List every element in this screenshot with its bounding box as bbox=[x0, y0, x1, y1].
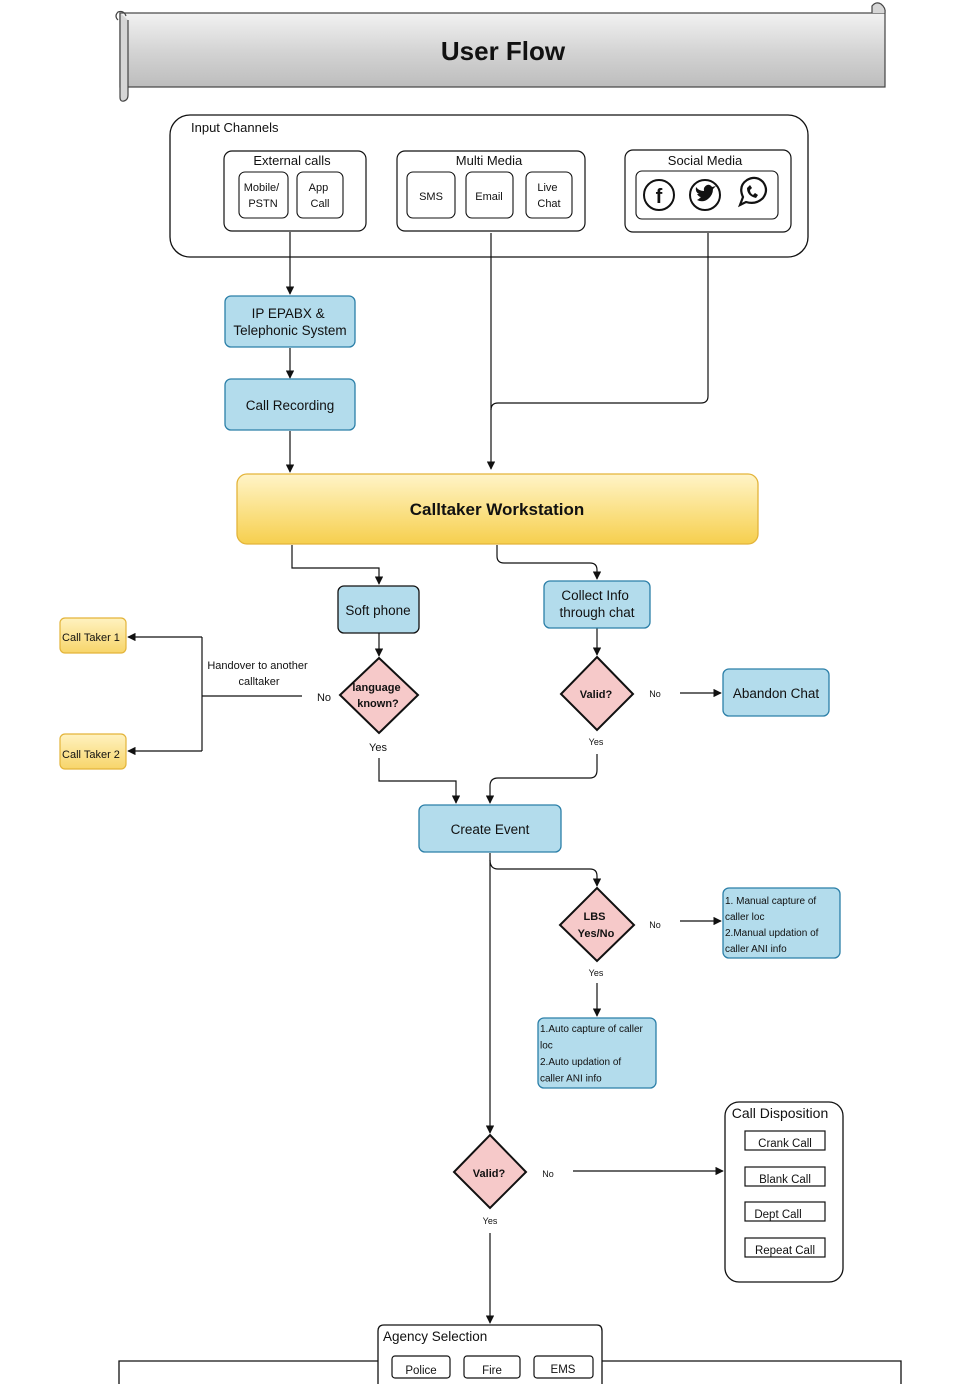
valid-chat-label: Valid? bbox=[580, 689, 613, 701]
twitter-icon bbox=[689, 179, 721, 211]
valid-event-label: Valid? bbox=[473, 1168, 506, 1180]
agency-police: Police bbox=[405, 1365, 436, 1377]
manual-capture-node: 1. Manual capture of caller loc 2.Manual… bbox=[722, 887, 841, 959]
ip-epabx-node: IP EPABX & Telephonic System bbox=[224, 295, 356, 348]
svg-text:LBS Yes/No: LBS Yes/No bbox=[578, 911, 615, 940]
multi-media-box: Multi Media SMS Email Live Chat bbox=[396, 150, 586, 232]
agency-fire: Fire bbox=[482, 1365, 502, 1377]
disposition-blank-call: Blank Call bbox=[759, 1174, 811, 1186]
label-yes-language: Yes bbox=[369, 742, 387, 754]
svg-text:1. Manual capture of cal: 1. Manual capture of caller loc 2.Manual… bbox=[725, 896, 821, 955]
bottom-frame bbox=[118, 1360, 902, 1384]
soft-phone-label: Soft phone bbox=[345, 603, 410, 618]
channel-sms: SMS bbox=[419, 191, 443, 203]
label-yes-valid-chat: Yes bbox=[589, 737, 604, 747]
channel-app-call: App Call bbox=[309, 182, 332, 210]
title-banner: User Flow bbox=[115, 2, 886, 102]
calltaker-workstation-node: Calltaker Workstation bbox=[236, 473, 759, 545]
collect-info-node: Collect Info through chat bbox=[543, 580, 651, 629]
svg-text:f: f bbox=[656, 186, 663, 208]
label-yes-valid-event: Yes bbox=[483, 1216, 498, 1226]
auto-capture-node: 1.Auto capture of caller loc 2.Auto upda… bbox=[537, 1017, 657, 1089]
agency-selection-box: Agency Selection Police Fire EMS bbox=[377, 1324, 603, 1384]
channel-email: Email bbox=[475, 191, 503, 203]
social-media-title: Social Media bbox=[668, 153, 743, 168]
call-disposition-box: Call Disposition Crank Call Blank Call D… bbox=[724, 1101, 844, 1283]
agency-selection-title: Agency Selection bbox=[383, 1329, 487, 1344]
svg-text:1.Auto capture of caller: 1.Auto capture of caller loc 2.Auto upda… bbox=[540, 1024, 646, 1085]
label-no-language: No bbox=[317, 692, 331, 704]
create-event-node: Create Event bbox=[418, 804, 562, 853]
call-recording-label: Call Recording bbox=[246, 398, 335, 413]
soft-phone-node: Soft phone bbox=[337, 585, 420, 634]
external-calls-box: External calls Mobile/ PSTN App Call bbox=[223, 150, 367, 232]
disposition-crank-call: Crank Call bbox=[758, 1138, 812, 1150]
workstation-label: Calltaker Workstation bbox=[410, 500, 584, 519]
abandon-chat-node: Abandon Chat bbox=[722, 668, 830, 717]
valid-event-decision: Valid? bbox=[452, 1133, 528, 1210]
input-channels-title: Input Channels bbox=[191, 120, 279, 135]
multi-media-title: Multi Media bbox=[456, 153, 523, 168]
banner-title: User Flow bbox=[441, 36, 566, 66]
label-no-valid-chat: No bbox=[649, 689, 661, 699]
valid-chat-decision: Valid? bbox=[559, 655, 635, 732]
language-known-decision: language known? bbox=[338, 656, 420, 735]
social-media-box: Social Media f bbox=[624, 149, 792, 233]
whatsapp-icon bbox=[737, 176, 768, 208]
call-disposition-title: Call Disposition bbox=[732, 1105, 828, 1121]
disposition-repeat-call: Repeat Call bbox=[755, 1245, 815, 1257]
channel-live-chat: Live Chat bbox=[537, 182, 560, 210]
external-calls-title: External calls bbox=[253, 153, 331, 168]
connectors bbox=[127, 232, 724, 1324]
call-recording-node: Call Recording bbox=[224, 378, 356, 431]
channel-mobile-pstn: Mobile/ PSTN bbox=[244, 182, 283, 210]
abandon-chat-label: Abandon Chat bbox=[733, 686, 820, 701]
input-channels-group: Input Channels External calls Mobile/ PS… bbox=[169, 114, 809, 258]
call-taker-2-label: Call Taker 2 bbox=[62, 749, 120, 761]
call-taker-1-node: Call Taker 1 bbox=[59, 617, 127, 654]
label-no-lbs: No bbox=[649, 920, 661, 930]
create-event-label: Create Event bbox=[451, 822, 530, 837]
svg-text:language known?: language known? bbox=[352, 682, 403, 710]
lbs-decision: LBS Yes/No bbox=[558, 886, 636, 963]
agency-ems: EMS bbox=[551, 1364, 576, 1376]
svg-text:IP EPABX & Telephonic Sy: IP EPABX & Telephonic System bbox=[233, 306, 346, 338]
facebook-icon: f bbox=[643, 179, 675, 211]
call-taker-2-node: Call Taker 2 bbox=[59, 733, 127, 770]
call-taker-1-label: Call Taker 1 bbox=[62, 632, 120, 644]
label-yes-lbs: Yes bbox=[589, 968, 604, 978]
disposition-dept-call: Dept Call bbox=[754, 1209, 801, 1221]
svg-text:Collect Info through cha: Collect Info through chat bbox=[559, 588, 634, 620]
handover-label: Handover to another calltaker bbox=[207, 660, 310, 688]
label-no-valid-event: No bbox=[542, 1169, 554, 1179]
